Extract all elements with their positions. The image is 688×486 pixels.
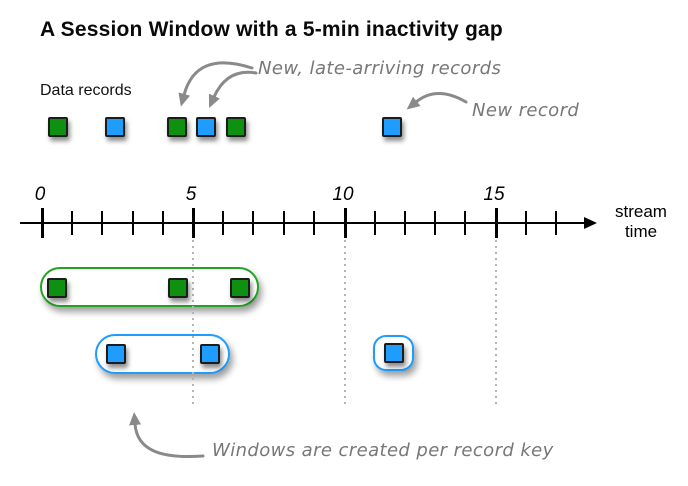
axis-minor-tick-6 [283,211,285,235]
axis-major-tick-0 [40,208,44,238]
windows-per-key-annotation: Windows are created per record key [212,440,554,461]
windows-note-arrow [129,412,205,459]
axis-major-tick-10 [343,208,347,238]
axis-minor-tick-2 [132,211,134,235]
stream-time-axis-label: stream time [608,202,674,242]
new-record-arrow [406,92,468,110]
late-records-annotation: New, late-arriving records [258,58,502,79]
window-square-blue-2-0 [384,343,404,363]
gap-guide-line-2 [495,240,497,406]
gap-guide-line-0 [192,240,194,406]
session-window-green-0 [40,267,259,307]
record-square-blue-3 [196,117,216,137]
axis-minor-tick-11 [464,211,466,235]
axis-minor-tick-4 [222,211,224,235]
axis-tick-label-15: 15 [483,184,505,205]
record-square-green-4 [226,117,246,137]
late-record-arrow-2 [208,70,258,108]
gap-guide-line-1 [344,240,346,406]
late-record-arrow-1 [178,61,254,107]
stream-time-axis-label-line1: stream [615,202,667,221]
axis-minor-tick-13 [555,211,557,235]
window-square-blue-1-1 [200,344,220,364]
page-title: A Session Window with a 5-min inactivity… [40,18,503,41]
axis-major-tick-5 [191,208,195,238]
axis-minor-tick-0 [71,211,73,235]
axis-tick-label-0: 0 [34,184,46,205]
axis-tick-label-5: 5 [185,184,197,205]
data-records-label: Data records [40,82,132,99]
axis-minor-tick-9 [404,211,406,235]
window-square-green-0-0 [47,278,67,298]
axis-minor-tick-1 [101,211,103,235]
window-square-blue-1-0 [106,344,126,364]
axis-minor-tick-7 [313,211,315,235]
record-square-blue-5 [382,117,402,137]
axis-minor-tick-3 [162,211,164,235]
stream-time-axis-label-line2: time [624,222,658,241]
axis-minor-tick-10 [434,211,436,235]
record-square-green-2 [167,117,187,137]
axis-major-tick-15 [494,208,498,238]
window-square-green-0-2 [230,278,250,298]
axis-tick-label-10: 10 [332,184,354,205]
record-square-blue-1 [105,117,125,137]
axis-minor-tick-12 [525,211,527,235]
record-square-green-0 [48,117,68,137]
new-record-annotation: New record [472,100,580,121]
window-square-green-0-1 [168,278,188,298]
axis-minor-tick-5 [252,211,254,235]
axis-minor-tick-8 [374,211,376,235]
